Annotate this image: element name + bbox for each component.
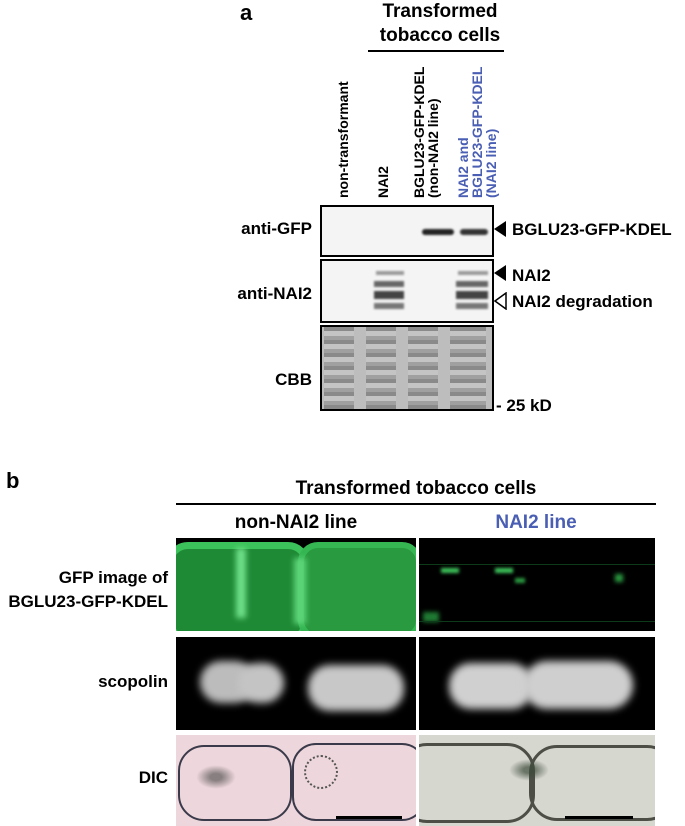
gfp-faint-outline bbox=[419, 564, 655, 622]
scopolin-blob-3 bbox=[308, 665, 404, 711]
scopolin-blob-2 bbox=[238, 663, 284, 703]
group-header-line-2: tobacco cells bbox=[379, 25, 501, 46]
cbb-gel bbox=[320, 325, 494, 411]
gfp-spot-2 bbox=[495, 568, 513, 573]
scopolin-image-nai2 bbox=[419, 637, 655, 730]
dic-cell-1 bbox=[178, 745, 292, 821]
gfp-bright-wall-2 bbox=[294, 558, 306, 624]
gfp-row-label-1: GFP image of bbox=[58, 568, 168, 587]
anti-nai2-blot bbox=[320, 259, 494, 323]
dic-cell-4 bbox=[529, 745, 655, 821]
col-header-non-nai2: non-NAI2 line bbox=[234, 512, 358, 533]
group-header-rule bbox=[368, 50, 504, 52]
cbb-lane3 bbox=[408, 327, 438, 409]
lane-label-non-transformant: non-transformant bbox=[335, 81, 351, 198]
lane3-text-1: BGLU23-GFP-KDEL bbox=[411, 66, 427, 198]
dic-cell-3 bbox=[419, 743, 535, 823]
lane-label-bglu23-non-nai2: BGLU23-GFP-KDEL (non-NAI2 line) bbox=[411, 66, 441, 198]
dic-cell-2 bbox=[292, 743, 416, 821]
gfp-band-label: BGLU23-GFP-KDEL bbox=[512, 220, 672, 239]
anti-gfp-label: anti-GFP bbox=[241, 219, 312, 238]
gfp-cell-2 bbox=[298, 542, 416, 631]
gfp-spot-1 bbox=[441, 568, 459, 573]
scopolin-image-non-nai2 bbox=[176, 637, 416, 730]
panel-b-header: Transformed tobacco cells bbox=[295, 478, 537, 499]
dic-row-label: DIC bbox=[138, 768, 168, 787]
dic-image-non-nai2 bbox=[176, 735, 416, 826]
gfp-band-lane4 bbox=[460, 229, 488, 235]
cbb-lane2 bbox=[366, 327, 396, 409]
nai2-band-lane4-c bbox=[456, 303, 488, 309]
dic-nucleus bbox=[304, 755, 338, 789]
lane-label-nai2: NAI2 bbox=[375, 166, 391, 198]
lane4-text-2: BGLU23-GFP-KDEL bbox=[469, 66, 485, 198]
gfp-band-lane3 bbox=[422, 229, 454, 235]
cbb-label: CBB bbox=[275, 370, 312, 389]
gfp-image-nai2 bbox=[419, 538, 655, 631]
molecular-weight-marker: - 25 kD bbox=[496, 396, 552, 415]
nai2-degradation-label: NAI2 degradation bbox=[512, 292, 653, 311]
lane-label-nai2-and-bglu23: NAI2 and BGLU23-GFP-KDEL (NAI2 line) bbox=[455, 66, 499, 198]
panel-b-header-rule bbox=[176, 503, 656, 505]
nai2-band-lane2-a bbox=[374, 281, 404, 287]
gfp-row-label-2: BGLU23-GFP-KDEL bbox=[8, 592, 168, 611]
gfp-spot-3 bbox=[515, 578, 525, 583]
nai2-band-lane4-top bbox=[458, 271, 488, 275]
dic-granules-2 bbox=[509, 759, 549, 781]
gfp-spot-4 bbox=[615, 574, 623, 582]
gfp-spot-5 bbox=[423, 612, 439, 622]
filled-arrow-icon bbox=[494, 265, 506, 281]
group-header-line-1: Transformed bbox=[382, 1, 498, 22]
scopolin-blob-5 bbox=[523, 661, 633, 709]
lane1-text: non-transformant bbox=[335, 81, 351, 198]
scopolin-blob-4 bbox=[449, 663, 533, 709]
scopolin-row-label: scopolin bbox=[98, 672, 168, 691]
panel-a-letter: a bbox=[240, 0, 253, 25]
filled-arrow-icon bbox=[494, 221, 506, 237]
lane3-text-2: (non-NAI2 line) bbox=[425, 98, 441, 198]
open-arrow-icon bbox=[494, 292, 507, 310]
scale-bar-left bbox=[336, 816, 402, 819]
nai2-band-label: NAI2 bbox=[512, 266, 551, 285]
gfp-bright-wall-1 bbox=[236, 548, 246, 618]
anti-nai2-label: anti-NAI2 bbox=[237, 284, 312, 303]
nai2-band-lane2-b bbox=[374, 291, 404, 299]
gfp-image-non-nai2 bbox=[176, 538, 416, 631]
scale-bar-right bbox=[565, 816, 633, 819]
lane2-text: NAI2 bbox=[375, 166, 391, 198]
cbb-lane4 bbox=[450, 327, 486, 409]
col-header-nai2: NAI2 line bbox=[495, 512, 577, 533]
panel-a-group-header: Transformed tobacco cells bbox=[360, 0, 520, 48]
nai2-band-lane4-b bbox=[456, 291, 488, 299]
dic-granules-1 bbox=[196, 765, 236, 789]
nai2-band-lane4-a bbox=[456, 281, 488, 287]
lane4-text-1: NAI2 and bbox=[455, 137, 471, 198]
gfp-row-label: GFP image of BGLU23-GFP-KDEL bbox=[0, 566, 168, 614]
nai2-band-lane2-c bbox=[374, 303, 404, 309]
nai2-band-lane2-top bbox=[376, 271, 404, 275]
dic-image-nai2 bbox=[419, 735, 655, 826]
panel-b-letter: b bbox=[6, 468, 20, 493]
lane4-text-3: (NAI2 line) bbox=[483, 128, 499, 198]
cbb-lane1 bbox=[324, 327, 354, 409]
anti-gfp-blot bbox=[320, 205, 494, 257]
